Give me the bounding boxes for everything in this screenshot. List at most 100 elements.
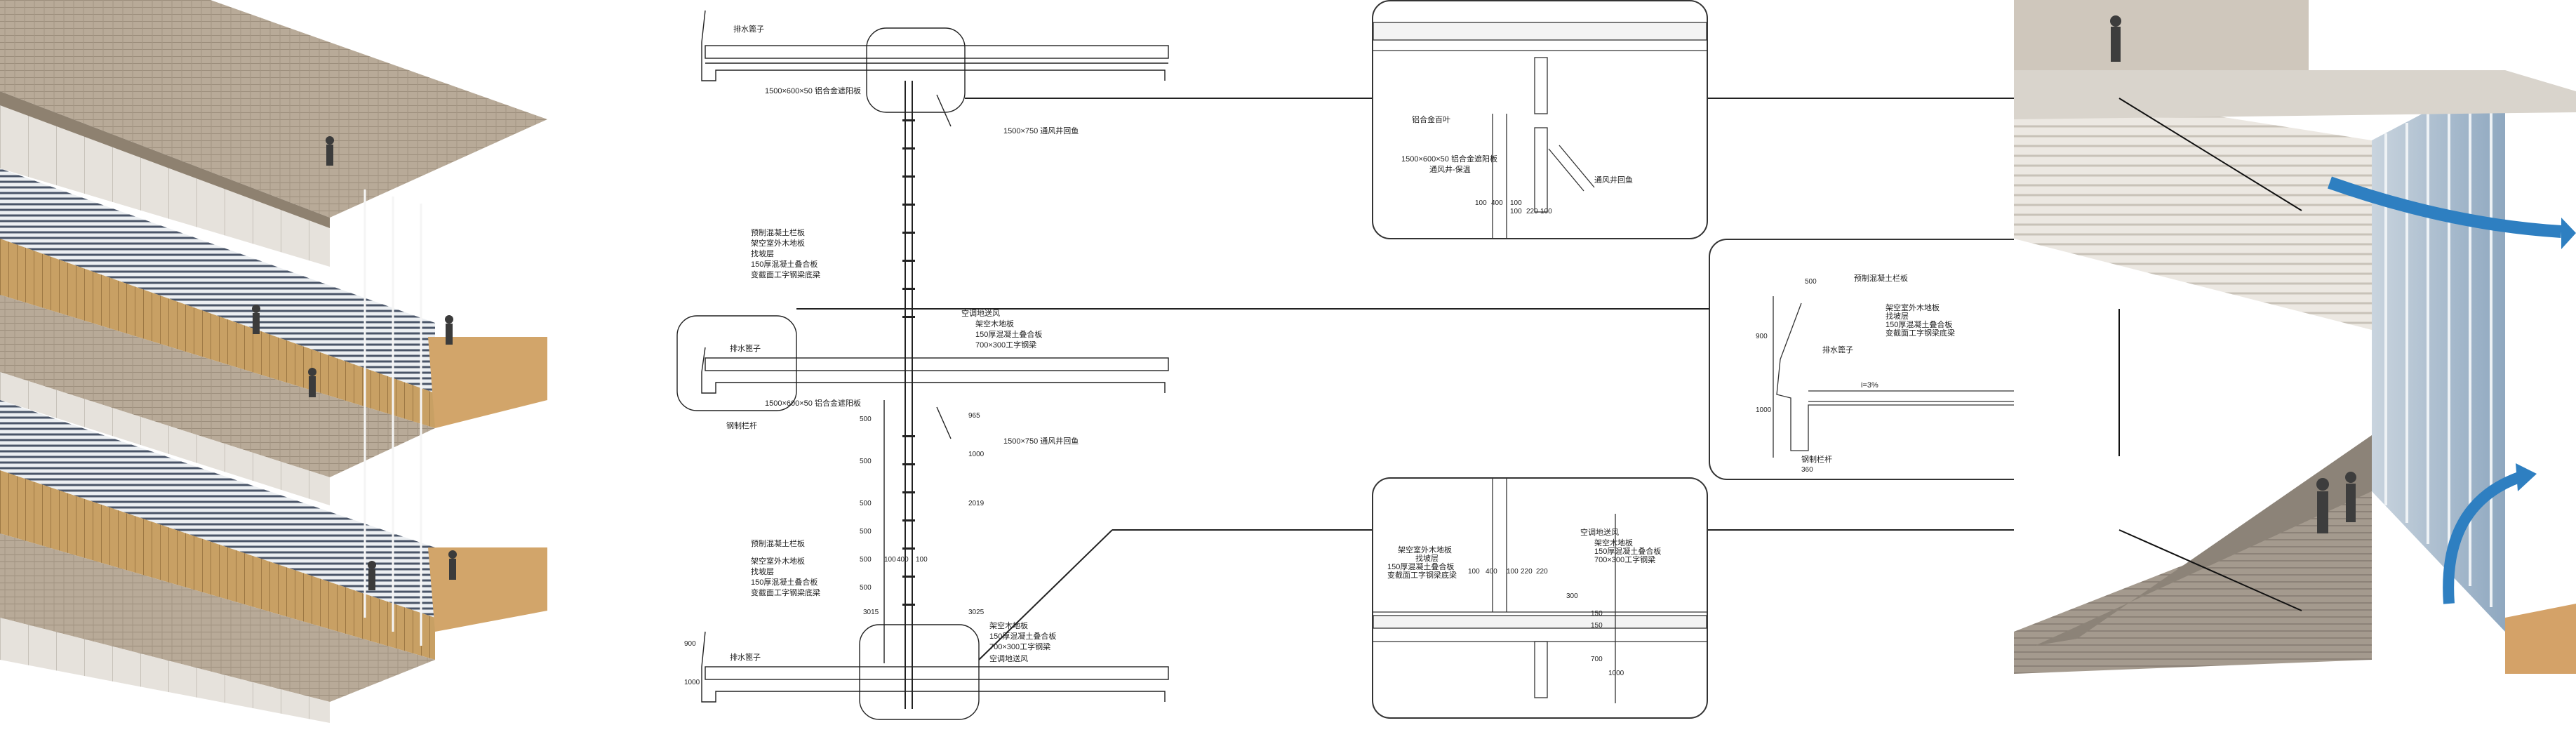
layer-label: 架空室外木地板 (751, 238, 805, 248)
dimension-label: 500 (860, 528, 872, 536)
dimension-label: 400 (1486, 568, 1497, 576)
detail-callout-3-svg: 架空室外木地板 找坡层 150厚混凝土叠合板 变截面工字钢梁底梁 空调地送风 架… (1373, 479, 1707, 703)
dimension-label: 220 (1521, 568, 1533, 576)
ceiling-slats (2014, 84, 2372, 330)
roof-slab-bottom (0, 533, 435, 702)
dimension-label: 1000 (684, 679, 700, 686)
roof-slab-mid (0, 295, 435, 477)
layer-label: 150厚混凝土叠合板 (751, 577, 817, 587)
callout1-label: 通风井回鱼 (1594, 175, 1633, 185)
roof-drain-label: 排水篦子 (733, 24, 764, 34)
layer-label: 架空室外木地板 (751, 556, 805, 566)
layer-label: 架空木地板 (975, 319, 1014, 328)
railing-label: 钢制栏杆 (726, 420, 757, 430)
layer-label: 700×300工字钢梁 (975, 340, 1036, 350)
layer-label: 150厚混凝土叠合板 (751, 259, 817, 269)
airflow-arrow-top (2328, 176, 2562, 238)
dimension-label: 100 (1540, 208, 1552, 215)
callout2-label: 150厚混凝土叠合板 (1886, 319, 1952, 329)
dimension-label: 500 (860, 500, 872, 507)
callout3-label: 架空木地板 (1594, 538, 1633, 547)
dimension-label: 100 (1510, 208, 1522, 215)
dimension-label: 500 (860, 556, 872, 564)
callout1-label: 铝合金百叶 (1412, 114, 1450, 124)
wood-wall-bottom (0, 470, 435, 660)
dimension-label: 2019 (968, 500, 985, 507)
dimension-label: 220 (1536, 568, 1548, 576)
detail-callout-3: 架空室外木地板 找坡层 150厚混凝土叠合板 变截面工字钢梁底梁 空调地送风 架… (1372, 477, 1708, 719)
dimension-label: 150 (1591, 622, 1603, 630)
dimension-label: 400 (897, 556, 909, 564)
dimension-label: 700 (1591, 656, 1603, 663)
layer-label: 找坡层 (751, 566, 774, 576)
terrace-top (428, 337, 547, 428)
callout1-sub: 通风井-保温 (1429, 164, 1471, 174)
layer-label: 变截面工字钢梁底梁 (751, 270, 820, 279)
terrace-right (2505, 604, 2576, 674)
louver-bottom (0, 400, 435, 618)
detail-callout-2-svg: 预制混凝土栏板 架空室外木地板 找坡层 150厚混凝土叠合板 变截面工字钢梁底梁… (1756, 273, 2043, 474)
dimension-label: 500 (860, 416, 872, 423)
dimension-label: 100 (1507, 568, 1519, 576)
column-tick-marks (902, 119, 915, 606)
dimension-labels: 500 500 500 500 500 500 100 400 100 965 … (684, 412, 985, 686)
people (252, 136, 457, 590)
dimension-label: 100 (1475, 199, 1487, 207)
dimension-label: 965 (968, 412, 980, 420)
layer-label: 150厚混凝土叠合板 (975, 329, 1042, 339)
callout2-label: 变截面工字钢梁底梁 (1886, 328, 1955, 338)
dimension-label: 1000 (1608, 670, 1624, 677)
deck-floor (2014, 491, 2372, 674)
callout2-drain: 排水篦子 (1822, 345, 1853, 354)
dimension-label: 220 (1526, 208, 1538, 215)
roof-slab-top (0, 0, 547, 218)
dimension-label: 900 (684, 640, 696, 648)
detail-callout-2: 预制混凝土栏板 架空室外木地板 找坡层 150厚混凝土叠合板 变截面工字钢梁底梁… (1709, 239, 2045, 480)
dimension-label: 500 (860, 458, 872, 465)
callout1-label: 1500×600×50 铝合金遮阳板 (1401, 154, 1497, 164)
axonometric-render (0, 0, 561, 740)
wall-section-svg: 排水篦子 1500×600×50 铝合金遮阳板 1500×750 通风井回鱼 预… (676, 10, 1169, 720)
dimension-label: 100 (884, 556, 896, 564)
sunshade-label-mid: 1500×600×50 铝合金遮阳板 (765, 398, 861, 408)
layer-label: 预制混凝土栏板 (751, 227, 805, 237)
dimension-label: 500 (860, 584, 872, 592)
perspective-render (2014, 0, 2576, 740)
sunshade-label-top: 1500×600×50 铝合金遮阳板 (765, 86, 861, 95)
callout3-label: 150厚混凝土叠合板 (1387, 562, 1454, 571)
dimension-label: 3025 (968, 609, 985, 616)
dimension-label: 150 (1591, 610, 1603, 618)
wall-section-drawing: 排水篦子 1500×600×50 铝合金遮阳板 1500×750 通风井回鱼 预… (674, 0, 1207, 740)
detail-callout-1: 铝合金百叶 1500×600×50 铝合金遮阳板 通风井-保温 通风井回鱼 10… (1372, 0, 1708, 239)
vent-label-bottom: 空调地送风 (989, 653, 1028, 663)
callout3-label: 变截面工字钢梁底梁 (1387, 570, 1457, 580)
callout3-label: 空调地送风 (1580, 527, 1619, 537)
terrace-bottom (428, 547, 547, 632)
callout3-label: 150厚混凝土叠合板 (1594, 546, 1661, 556)
vent-label-mid: 1500×750 通风井回鱼 (1003, 436, 1079, 446)
people-perspective (2110, 15, 2356, 533)
facade-fins (2384, 81, 2492, 607)
dimension-label: 100 (1468, 568, 1480, 576)
dimension-label: 1000 (1756, 406, 1772, 414)
mullions (363, 190, 422, 646)
drain-label-bottom: 排水篦子 (730, 652, 761, 662)
callout2-slope: i=3% (1861, 381, 1878, 390)
dimension-label: 300 (1566, 592, 1578, 600)
airflow-arrow-bottom (2443, 472, 2521, 604)
dimension-label: 900 (1756, 333, 1768, 340)
drain-label-mid: 排水篦子 (730, 343, 761, 353)
dimension-label: 360 (1801, 466, 1813, 474)
vent-label-top: 1500×750 通风井回鱼 (1003, 126, 1079, 135)
perspective-render-svg (2014, 0, 2576, 740)
layer-label: 变截面工字钢梁底梁 (751, 587, 820, 597)
callout2-label: 预制混凝土栏板 (1854, 273, 1908, 283)
dimension-label: 500 (1805, 278, 1817, 286)
callout3-label: 700×300工字钢梁 (1594, 554, 1655, 564)
dimension-label: 400 (1491, 199, 1503, 207)
parapet-top (0, 105, 330, 267)
callout2-label: 架空室外木地板 (1886, 303, 1940, 312)
layer-label: 700×300工字钢梁 (989, 642, 1050, 651)
layer-label: 架空木地板 (989, 620, 1028, 630)
